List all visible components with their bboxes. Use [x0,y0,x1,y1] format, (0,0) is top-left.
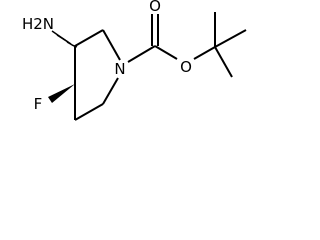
molecule-drawing: H2N F N O O [22,0,247,121]
structure-diagram: H2N F N O O [0,0,270,138]
bond-n1-carbonyl [127,45,156,63]
hashed-wedge-amine [51,30,78,48]
fluorine-label: F [34,95,43,113]
bond-carbonyl-ester-o [154,45,178,60]
bond-c2-n1 [102,29,121,61]
amine-label: H2N [22,15,54,33]
carbonyl-oxygen-label: O [149,0,161,15]
bond-c3-c2 [74,29,104,47]
bond-n1-c6 [102,77,119,105]
bond-tbu-right [214,29,247,48]
bond-ester-o-tbu [193,46,216,60]
bold-wedge-fluorine [48,84,75,103]
bond-tbu-down [214,46,233,78]
bond-c6-c5 [74,103,104,121]
ester-oxygen-label: O [180,58,192,76]
ring-nitrogen-label: N [114,60,125,78]
